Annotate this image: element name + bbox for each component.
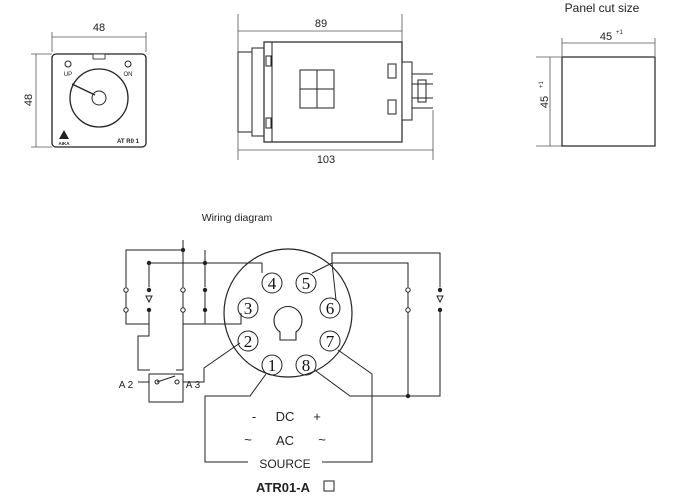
side-bottom-label: 103	[317, 154, 335, 166]
side-view: 89 103	[237, 14, 434, 166]
model-label: AT R0 1	[117, 139, 140, 145]
dc-minus-label: -	[252, 409, 256, 424]
pin-3: 3	[237, 297, 259, 319]
a3-to-pin2-wire	[194, 342, 241, 383]
source-wiring	[204, 349, 373, 463]
svg-text:4: 4	[268, 274, 277, 293]
flange	[251, 47, 265, 137]
svg-text:1: 1	[268, 356, 277, 375]
up-led-icon	[64, 60, 72, 68]
model-number-label: ATR01-A	[256, 480, 311, 495]
dc-plus-label: +	[313, 409, 321, 424]
key-post	[417, 79, 427, 103]
svg-text:7: 7	[326, 332, 335, 351]
ac-right-label: ~	[318, 432, 326, 447]
front-height-label: 48	[23, 94, 35, 106]
ac-left-label: ~	[244, 432, 252, 447]
dc-label: DC	[276, 409, 295, 424]
right-contact-wiring	[311, 252, 444, 399]
pin-4: 4	[261, 272, 283, 294]
switch-box	[148, 373, 184, 403]
pin-2: 2	[237, 330, 259, 352]
svg-text:3: 3	[244, 299, 253, 318]
svg-text:8: 8	[302, 356, 311, 375]
brand-logo-icon	[59, 130, 69, 139]
panel-height-label: 45	[539, 96, 551, 108]
wiring-title: Wiring diagram	[202, 212, 273, 224]
source-label: SOURCE	[259, 457, 310, 471]
brand-text: AIKA	[59, 141, 71, 146]
pin-8: 8	[295, 354, 317, 376]
left-contact-wiring	[123, 240, 263, 371]
svg-text:5: 5	[302, 274, 311, 293]
ac-label: AC	[276, 433, 294, 448]
front-width-label: 48	[93, 22, 105, 34]
start-switch[interactable]	[138, 373, 194, 403]
pin-1: 1	[261, 354, 283, 376]
panel-width-tolerance: +1	[616, 30, 624, 36]
panel-cut-title: Panel cut size	[565, 1, 640, 15]
switch-a2-label: A 2	[119, 380, 134, 391]
panel-height-tolerance: +1	[539, 80, 545, 88]
socket-base	[401, 61, 413, 121]
pin-6: 6	[319, 297, 341, 319]
front-bezel	[237, 51, 253, 133]
dial-pointer	[71, 83, 96, 96]
panel-width-label: 45	[600, 31, 612, 43]
front-view: 48 48 UP ON AIKA AT R0 1	[23, 22, 147, 148]
dial-knob[interactable]	[91, 90, 107, 106]
socket-key	[273, 306, 303, 341]
svg-text:6: 6	[326, 299, 335, 318]
timer-body	[263, 41, 403, 143]
svg-text:2: 2	[244, 332, 253, 351]
on-indicator-label: ON	[124, 72, 133, 78]
panel-cut: Panel cut size 45 +1 45 +1	[536, 1, 656, 147]
top-notch	[92, 53, 106, 60]
pin-7: 7	[319, 330, 341, 352]
up-indicator-label: UP	[64, 72, 72, 78]
side-top-label: 89	[315, 18, 327, 30]
on-led-icon	[124, 60, 132, 68]
wiring-diagram: Wiring diagram 4 5 3 6 2 7	[119, 212, 444, 495]
switch-a3-label: A 3	[186, 380, 201, 391]
model-checkbox[interactable]	[323, 480, 335, 492]
pin-5: 5	[295, 272, 317, 294]
panel-cut-square	[561, 56, 656, 147]
